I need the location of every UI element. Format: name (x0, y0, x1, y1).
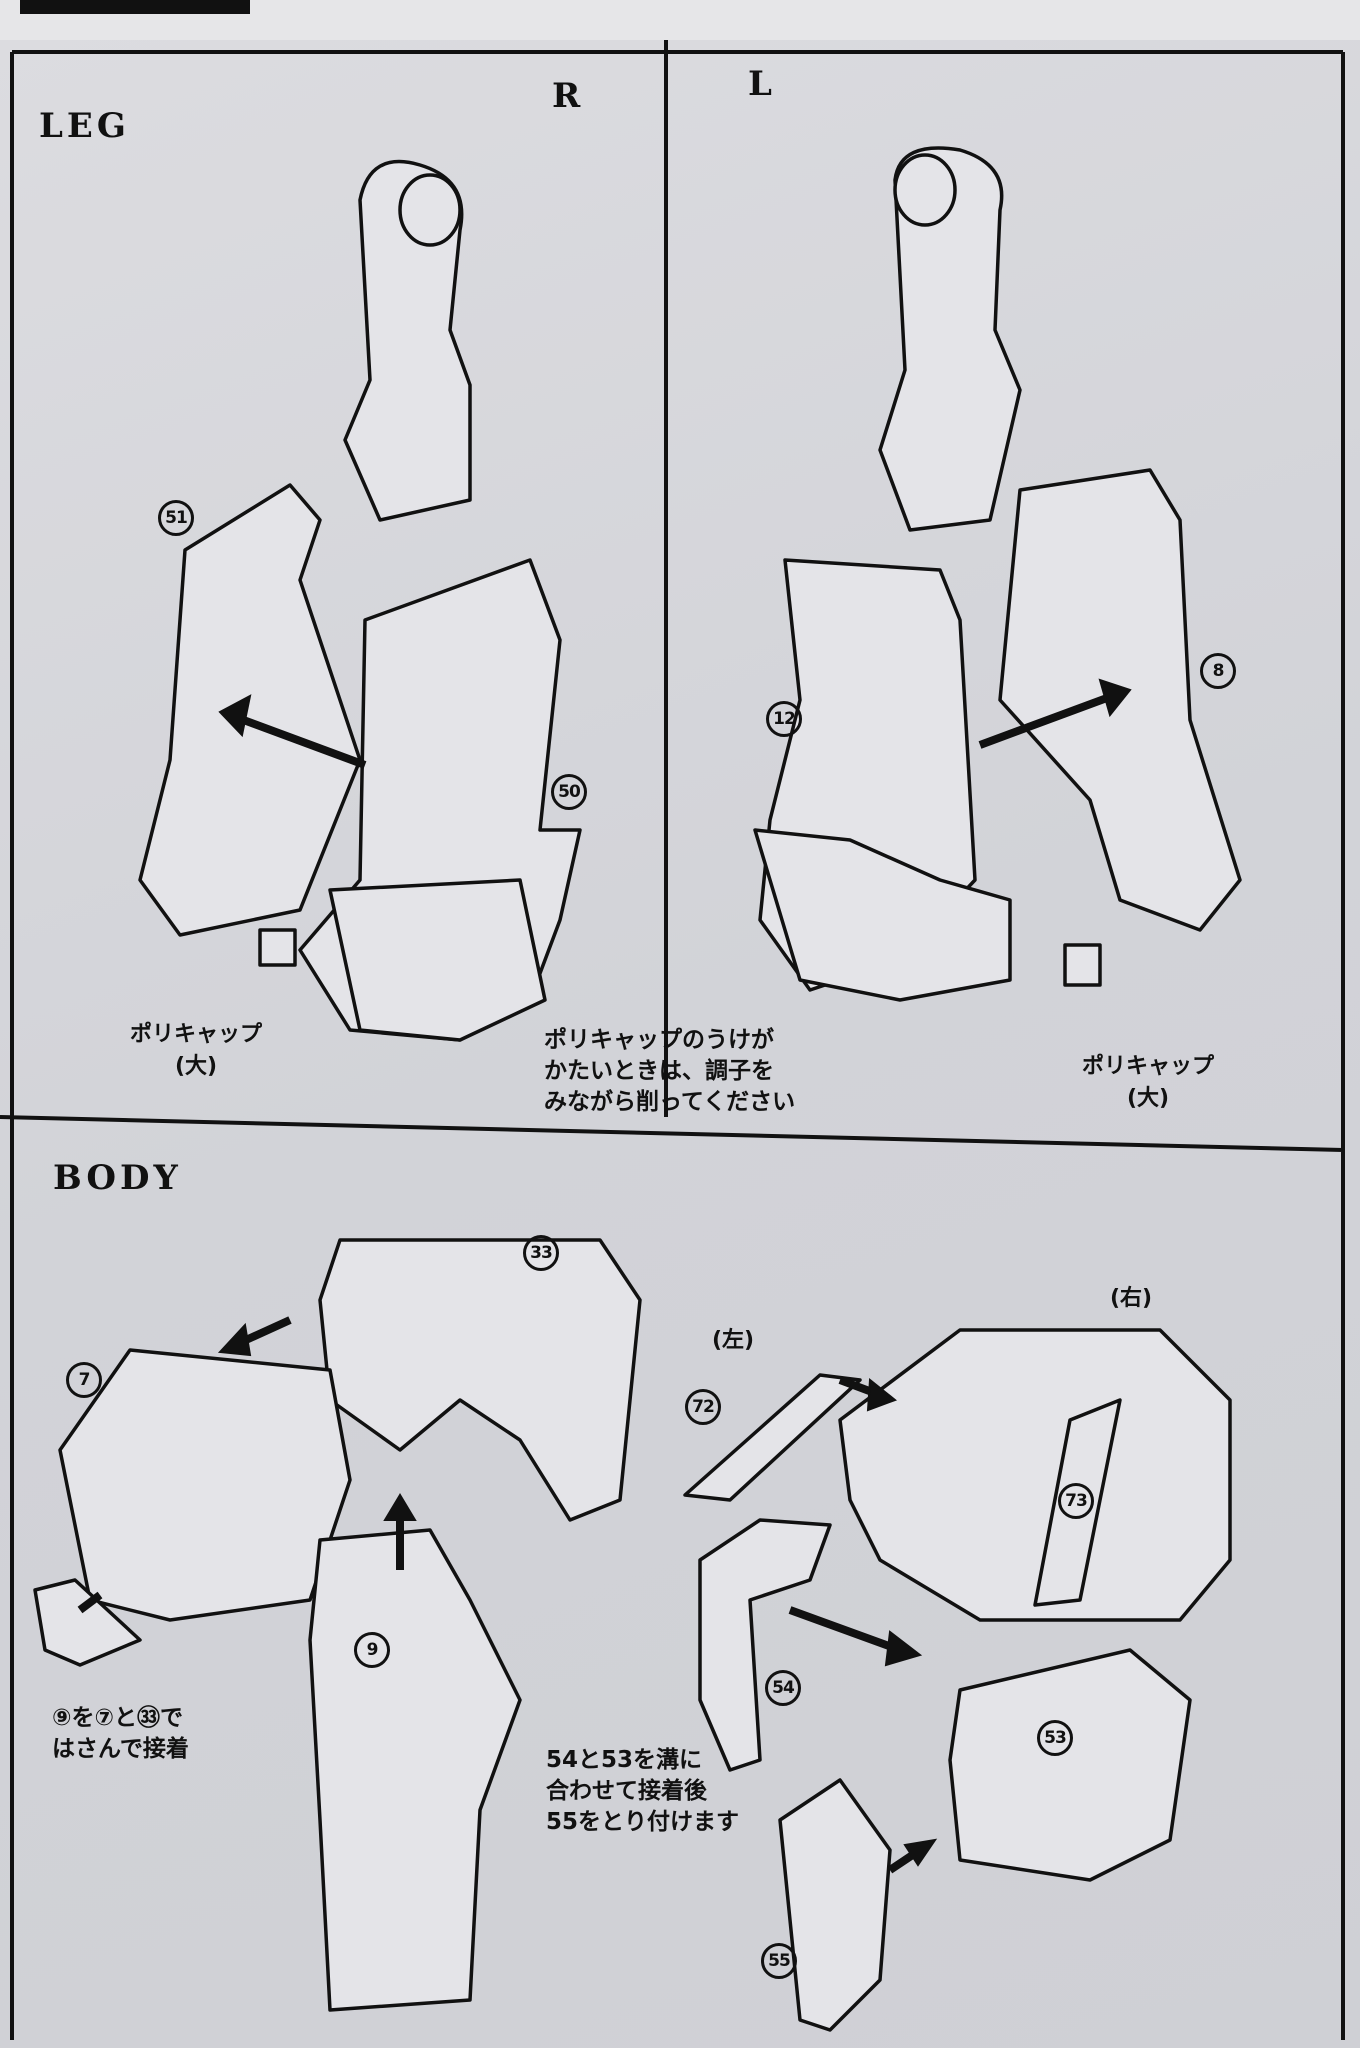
part-51-armor (138, 483, 362, 937)
polycap-label-line1: ポリキャップ (129, 1022, 262, 1047)
arrow-r (228, 711, 367, 769)
part-33-frame (318, 1238, 642, 1522)
part-number-8: 8 (1200, 653, 1236, 689)
part-54-piece (698, 1518, 832, 1772)
part-7-chest (58, 1348, 352, 1622)
arrow-54 (788, 1606, 902, 1654)
small-part (33, 1578, 142, 1667)
part-number-55: 55 (761, 1943, 797, 1979)
polycap-right (1063, 943, 1102, 987)
polycap-right-label: ポリキャップ (大) (1068, 1048, 1228, 1112)
polycap-trim-note: ポリキャップのうけが かたいときは、調子を みながら削ってください (544, 1027, 796, 1115)
part-number-33: 33 (523, 1235, 559, 1271)
arrow-small (77, 1591, 103, 1614)
body-note-left: ⑨を⑦と㉝で はさんで接着 (52, 1705, 189, 1762)
part-number-72: 72 (685, 1389, 721, 1425)
body-title: BODY (53, 1158, 182, 1198)
polycap-left-label: ポリキャップ (大) (116, 1016, 276, 1080)
part-9-waist (308, 1528, 522, 2012)
leg-l-hip-joint (893, 153, 957, 227)
leg-l-foot (753, 828, 1012, 1002)
body-note-right: 54と53を溝に 合わせて接着後 55をとり付けます (546, 1747, 740, 1835)
part-55-skirt (778, 1778, 892, 2032)
part-number-54: 54 (765, 1670, 801, 1706)
part-73-chest-right (838, 1328, 1232, 1622)
leg-title: LEG (39, 106, 130, 146)
part-number-12: 12 (766, 701, 802, 737)
leg-r-foot (328, 878, 547, 1042)
leg-l-upper-thigh (878, 146, 1022, 532)
part-number-9: 9 (354, 1632, 390, 1668)
right-side-label: R (552, 76, 585, 116)
leg-panel-frame (0, 40, 1345, 2040)
part-53-waist-right (948, 1648, 1192, 1882)
polycap-left (258, 928, 297, 967)
arrow-l (978, 691, 1117, 749)
part-number-50: 50 (551, 774, 587, 810)
left-side-label: L (748, 64, 776, 104)
polycap-label-line1: ポリキャップ (1081, 1054, 1214, 1079)
part-number-73: 73 (1058, 1483, 1094, 1519)
part-number-53: 53 (1037, 1720, 1073, 1756)
polycap-label-line2: (大) (1126, 1086, 1170, 1111)
leg-r-upper-thigh (343, 159, 472, 522)
previous-page-edge (0, 0, 1360, 40)
side-right-label: (右) (1110, 1286, 1153, 1311)
part-number-7: 7 (66, 1362, 102, 1398)
part-number-51: 51 (158, 500, 194, 536)
polycap-label-line2: (大) (174, 1054, 218, 1079)
side-left-label: (左) (712, 1328, 755, 1353)
leg-r-hip-joint (398, 173, 462, 247)
